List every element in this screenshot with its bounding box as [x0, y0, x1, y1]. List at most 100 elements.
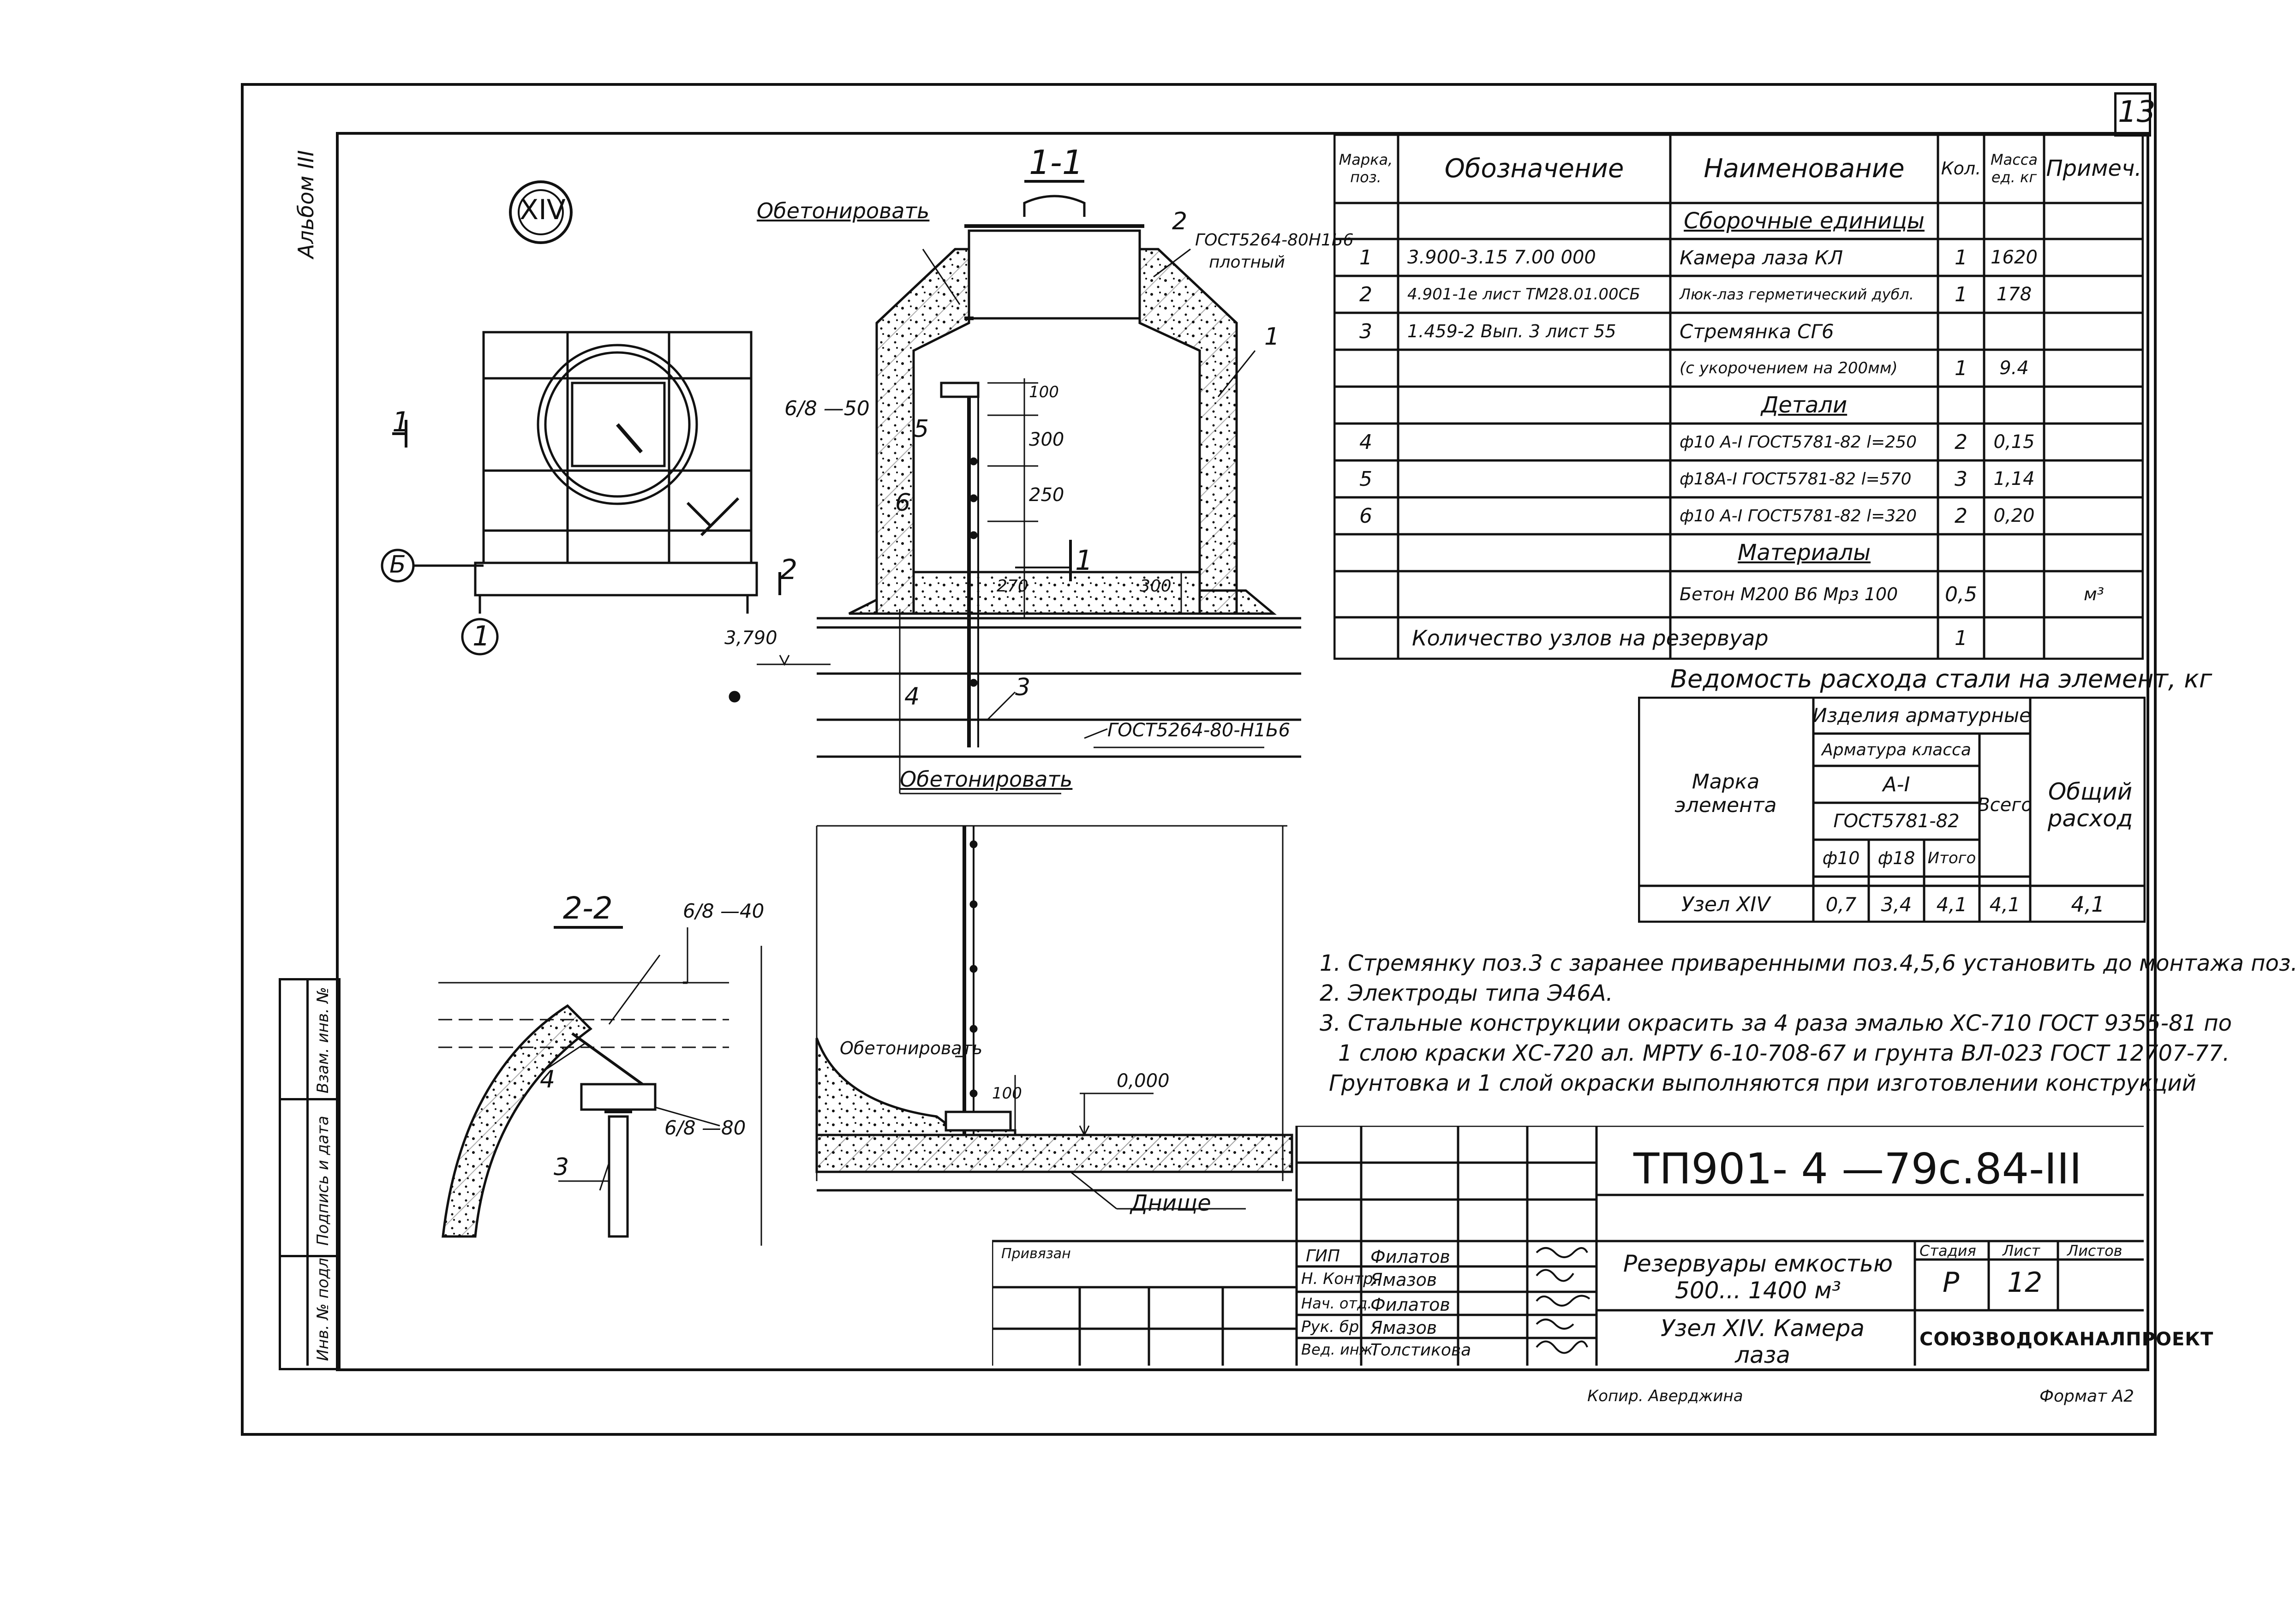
steel-sub-10: ф10 [1822, 848, 1860, 868]
bottom-slab-label: Днище [1130, 1190, 1211, 1216]
steel-col-mark: Марка элемента [1674, 770, 1777, 817]
pos-5-label: 5 [914, 415, 929, 443]
hdr-mark: Марка, поз. [1339, 151, 1393, 186]
dim-100b: 100 [992, 1084, 1022, 1103]
steel-table-title: Ведомость расхода стали на элемент, кг [1670, 664, 2212, 693]
pos-2-label: 2 [1172, 208, 1188, 235]
row-4-name: (с укорочением на 200мм) [1680, 359, 1898, 377]
row-7-name: ф18А-I ГОСТ5781-82 l=570 [1680, 469, 1912, 489]
row-7-qty: 3 [1955, 467, 1967, 491]
steel-table: Марка элемента Изделия арматурные Армату… [1638, 697, 2146, 923]
row-3-code: 1.459-2 Вып. 3 лист 55 [1407, 321, 1616, 341]
section-marker-1 [392, 420, 407, 448]
steel-row-total: 4,1 [1989, 893, 2021, 916]
steel-row-mark: Узел XIV [1681, 892, 1770, 916]
callout-1 [461, 618, 499, 656]
row-8-name: ф10 А-I ГОСТ5781-82 l=320 [1680, 506, 1917, 525]
callout-1-label: 1 [472, 620, 490, 652]
role-2: Нач. отд. [1301, 1295, 1372, 1312]
row-2-qty: 1 [1955, 282, 1967, 306]
title-block: ТП901- 4 —79с.84-III Привязан ГИП Н. Кон… [992, 1126, 2213, 1368]
gost-top-label: ГОСТ5264-80Н1Ь6 [1195, 231, 1354, 250]
org-name: СОЮЗВОДОКАНАЛПРОЕКТ [1919, 1329, 2214, 1350]
weld-2-2-b: 6/8 —80 [664, 1116, 746, 1139]
stage-label: Стадия [1919, 1242, 1976, 1260]
project-code: ТП901- 4 —79с.84-III [1633, 1144, 2082, 1194]
pos-6-label: 6 [895, 489, 911, 517]
section-1-1 [729, 195, 1301, 794]
row-3-name: Стремянка СГ6 [1680, 320, 1834, 343]
steel-col-total: Всего [1979, 794, 2030, 816]
steel-row-v10: 0,7 [1825, 893, 1857, 916]
sheet-title: Узел XIV. Камера лаза [1661, 1315, 1865, 1368]
weld-2-2-a: 6/8 —40 [683, 900, 765, 922]
label-concrete-top: Обетонировать [757, 198, 930, 223]
hdr-note: Примеч. [2046, 155, 2142, 181]
steel-row-v18: 3,4 [1881, 893, 1912, 916]
sheet-value: 12 [2007, 1266, 2043, 1299]
row-1-code: 3.900-3.15 7.00 000 [1407, 247, 1596, 268]
elev-0000: 0,000 [1117, 1070, 1170, 1092]
row-10-note: м³ [2084, 584, 2104, 604]
page-number: 13 [2118, 95, 2156, 129]
row-1-mass: 1620 [1991, 247, 2038, 268]
row-1-name: Камера лаза КЛ [1680, 246, 1843, 269]
row-4-mass: 9.4 [1999, 358, 2029, 379]
steel-sub-18: ф18 [1877, 848, 1915, 868]
note-3c: Грунтовка и 1 слой окраски выполняются п… [1329, 1070, 2196, 1096]
steel-row-sum: 4,1 [1936, 893, 1967, 916]
pos-4-label: 4 [904, 683, 920, 710]
role-1: Н. Контр. [1301, 1270, 1378, 1288]
note-3b: 1 слою краски ХС-720 ал. МРТУ 6-10-708-6… [1338, 1040, 2230, 1066]
note-1: 1. Стремянку поз.3 с заранее приваренным… [1320, 950, 2296, 976]
label-concrete-lower: Обетонировать [840, 1038, 983, 1058]
elev-3790: 3,790 [724, 627, 777, 649]
name-3: Ямазов [1370, 1318, 1437, 1338]
row-1-qty: 1 [1955, 245, 1967, 269]
row-10-qty: 0,5 [1945, 582, 1977, 606]
sheets-label: Листов [2067, 1242, 2123, 1260]
role-4: Вед. инж. [1301, 1341, 1377, 1358]
section-1-1-title: 1-1 [1029, 143, 1083, 182]
pos-1-label: 1 [1264, 323, 1280, 351]
steel-group2: Арматура класса [1822, 740, 1971, 759]
callout-b [381, 549, 484, 583]
row-6-qty: 2 [1955, 430, 1967, 454]
hdr-mass: Масса ед. кг [1990, 151, 2038, 186]
note-2: 2. Электроды типа Э46А. [1320, 980, 1613, 1006]
name-0: Филатов [1370, 1247, 1450, 1267]
dim-270: 270 [997, 577, 1028, 596]
gost-top-label2: плотный [1209, 253, 1285, 272]
dim-300b: 300 [1140, 577, 1172, 596]
side-stamp [279, 978, 341, 1370]
hdr-name: Наименование [1704, 153, 1905, 184]
dim-300: 300 [1029, 429, 1064, 450]
stage-value: Р [1943, 1266, 1960, 1299]
format-label: Формат А2 [2039, 1387, 2135, 1406]
row-2-pos: 2 [1359, 282, 1372, 306]
row-9-name: Материалы [1738, 540, 1871, 566]
copied-by: Копир. Аверджина [1587, 1387, 1743, 1405]
name-2: Филатов [1370, 1295, 1450, 1315]
section-marker-1-label: 1 [392, 406, 410, 438]
lower-section-view [815, 825, 1293, 1210]
steel-sub-sum: Итого [1927, 849, 1976, 867]
sheet-label: Лист [2003, 1242, 2040, 1260]
row-8-pos: 6 [1359, 504, 1372, 528]
label-concrete-bottom: Обетонировать [900, 767, 1073, 792]
row-5-name: Детали [1761, 392, 1848, 418]
hdr-qty: Кол. [1941, 158, 1981, 179]
row-2-mass: 178 [1996, 284, 2032, 305]
node-marker [509, 180, 573, 244]
pos-4b-label: 4 [540, 1066, 556, 1093]
pos-3b-label: 3 [554, 1153, 569, 1181]
row-3-pos: 3 [1359, 319, 1372, 343]
note-3: 3. Стальные конструкции окрасить за 4 ра… [1320, 1010, 2232, 1036]
name-1: Ямазов [1370, 1270, 1437, 1290]
steel-gost: ГОСТ5781-82 [1833, 811, 1960, 832]
dim-100: 100 [1029, 383, 1059, 401]
row-0-name: Сборочные единицы [1684, 208, 1925, 234]
name-4: Толстикова [1370, 1341, 1471, 1360]
row-1-pos: 1 [1359, 245, 1372, 269]
